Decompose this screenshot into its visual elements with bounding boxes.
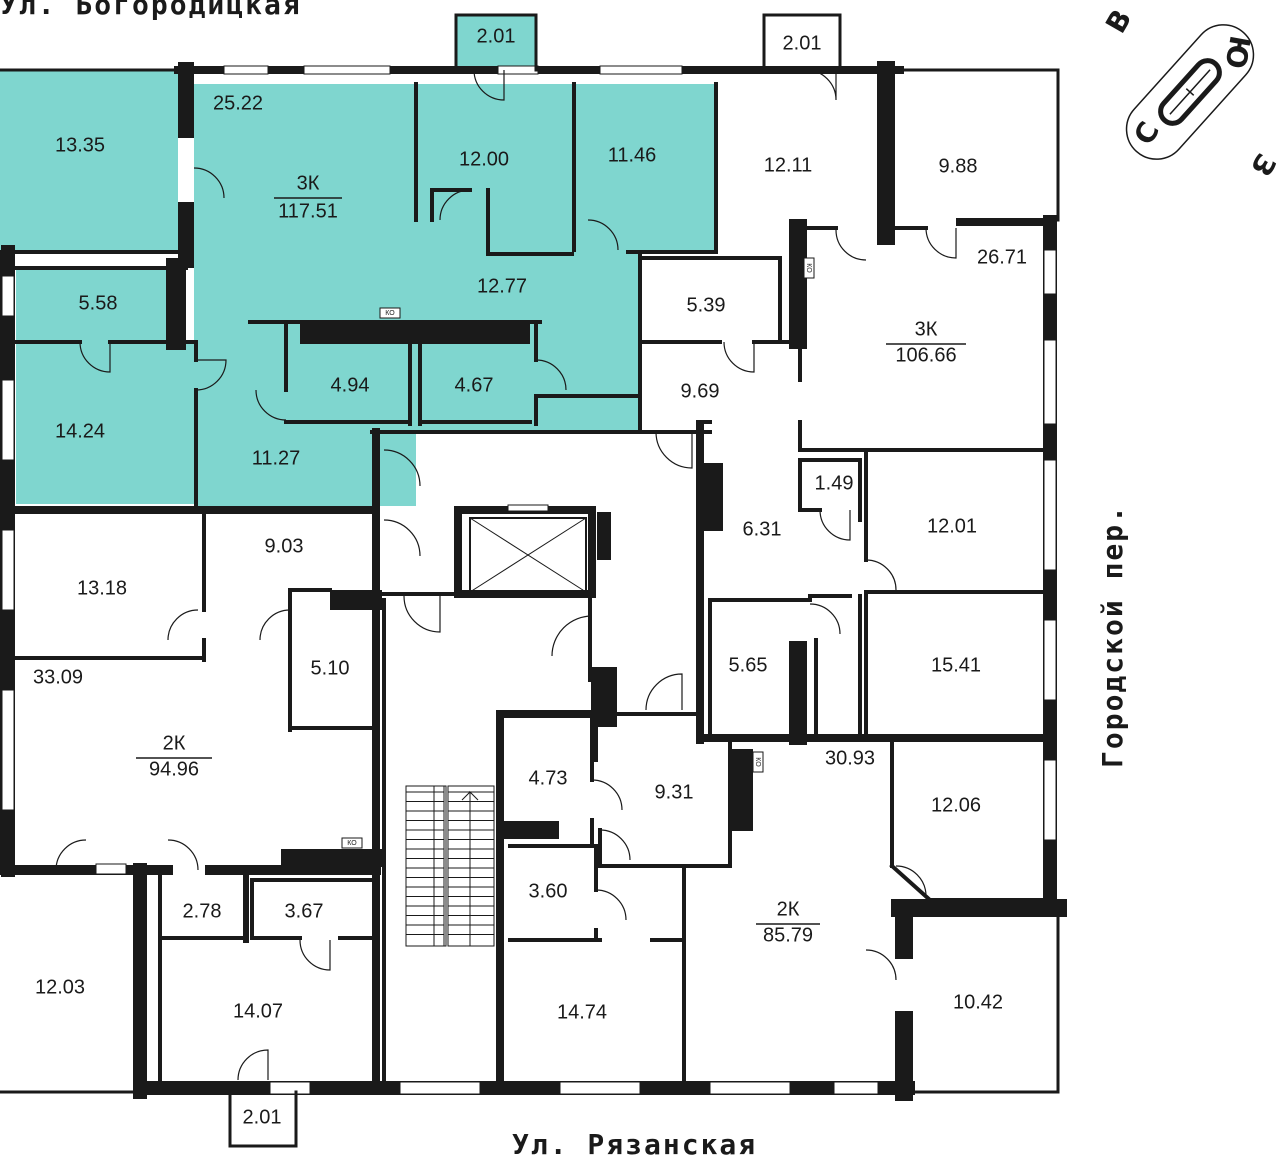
room-area: 11.46 (608, 144, 657, 166)
closet-tag: КО (803, 257, 815, 279)
street-bottom: Ул. Рязанская (512, 1128, 757, 1158)
stair-steps (406, 791, 494, 935)
room-area: 5.10 (311, 657, 350, 679)
room-area: 2.01 (243, 1106, 282, 1128)
room-area: 12.06 (931, 794, 981, 816)
closet-tag: КО (752, 751, 764, 773)
room-area: 5.39 (687, 294, 726, 316)
svg-text:2К: 2К (163, 732, 186, 754)
svg-text:3К: 3К (915, 318, 938, 340)
room-area: 5.65 (729, 654, 768, 676)
apartment-label: 2К 85.79 (756, 898, 820, 946)
room-area: 3.60 (529, 880, 568, 902)
room-area: 4.67 (455, 374, 494, 396)
room-area: 12.00 (459, 148, 509, 170)
svg-text:3К: 3К (297, 172, 320, 194)
room-area: 12.77 (477, 275, 527, 297)
room-area: 30.93 (825, 747, 875, 769)
room-area: 4.73 (529, 767, 568, 789)
room-area: 15.41 (931, 654, 981, 676)
room-area: 2.01 (783, 32, 822, 54)
room-area: 9.03 (265, 535, 304, 557)
room-area: 12.11 (764, 154, 813, 176)
room-area: 14.74 (557, 1001, 607, 1023)
svg-text:КО: КО (385, 310, 395, 317)
compass (1125, 24, 1255, 160)
compass-letter-north: С (1127, 116, 1166, 150)
room-area: 13.18 (77, 577, 127, 599)
room-area: 14.24 (55, 420, 105, 442)
doors (55, 69, 957, 1081)
street-right: Городской пер. (1096, 504, 1129, 768)
closet-tags: КО КО КО КО (341, 257, 815, 849)
svg-text:85.79: 85.79 (763, 924, 813, 946)
room-area: 14.07 (233, 1000, 283, 1022)
room-area: 2.78 (183, 900, 222, 922)
room-area: 11.27 (252, 447, 301, 469)
room-area: 25.22 (213, 92, 263, 114)
staircase (405, 785, 495, 947)
interior-walls (0, 13, 1067, 1148)
room-area: 33.09 (33, 666, 83, 688)
room-area: 2.01 (477, 25, 516, 47)
closet-tag: КО (341, 837, 363, 849)
svg-text:2К: 2К (777, 898, 800, 920)
room-area: 9.31 (655, 781, 694, 803)
room-area: 12.01 (927, 515, 977, 537)
apartment-label: 2К 94.96 (136, 732, 212, 780)
svg-text:КО: КО (805, 263, 812, 273)
room-area: 9.88 (939, 155, 978, 177)
room-area: 5.58 (79, 292, 118, 314)
room-area: 26.71 (977, 246, 1027, 268)
windows (1, 65, 1057, 1095)
apartment-label: 3К 106.66 (886, 318, 966, 366)
room-area: 1.49 (815, 472, 854, 494)
compass-letter-east: В (1099, 4, 1138, 39)
compass-letter-west: З (1244, 148, 1280, 182)
elevator-shaft (454, 504, 596, 598)
compass-letter-south: Ю (1218, 33, 1256, 71)
svg-text:106.66: 106.66 (895, 344, 956, 366)
closet-tag: КО (379, 307, 401, 319)
room-area: 4.94 (331, 374, 370, 396)
room-labels: 2.01 2.01 13.35 25.22 12.00 11.46 12.77 … (33, 25, 1027, 1128)
svg-text:КО: КО (754, 757, 761, 767)
apartment-label: 3К 117.51 (274, 172, 342, 222)
svg-text:117.51: 117.51 (278, 200, 338, 222)
room-area: 3.67 (285, 900, 324, 922)
apartment-labels: 3К 117.51 3К 106.66 2К 94.96 2К 85.79 (136, 172, 966, 946)
room-area: 10.42 (953, 991, 1003, 1013)
room-area: 9.69 (681, 380, 720, 402)
room-area: 6.31 (743, 518, 782, 540)
svg-text:94.96: 94.96 (149, 758, 199, 780)
street-top: Ул. Богородицкая (0, 0, 302, 21)
room-area: 12.03 (35, 976, 85, 998)
svg-text:КО: КО (347, 840, 357, 847)
stair-arrow (461, 790, 479, 946)
room-area: 13.35 (55, 134, 105, 156)
